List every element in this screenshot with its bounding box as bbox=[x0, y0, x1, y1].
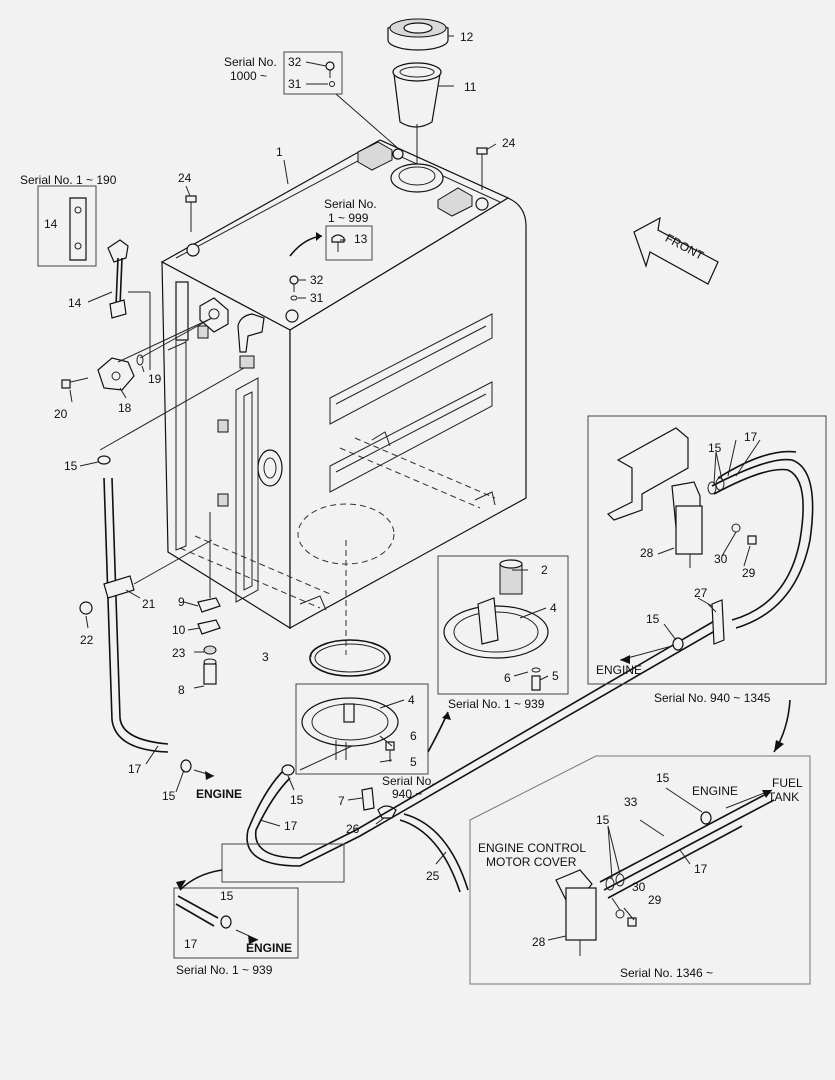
serial-940-line2: 940 ~ bbox=[392, 787, 422, 801]
callout-5b: 5 bbox=[410, 755, 417, 769]
callout-15f: 15 bbox=[708, 441, 722, 455]
filler-strainer bbox=[392, 62, 442, 128]
callout-15c: 15 bbox=[290, 793, 304, 807]
callout-6b: 6 bbox=[410, 729, 417, 743]
bolt-24-right bbox=[476, 147, 488, 190]
fuel-tank-line1: FUEL bbox=[772, 776, 803, 790]
callout-9: 9 bbox=[178, 595, 185, 609]
callout-26: 26 bbox=[346, 822, 360, 836]
sender-plate bbox=[97, 357, 135, 391]
engine-control-line1: ENGINE CONTROL bbox=[478, 841, 586, 855]
notes: Serial No. 1000 ~ Serial No. 1 ~ 190 Ser… bbox=[20, 55, 803, 980]
serial-940-1345: Serial No. 940 ~ 1345 bbox=[654, 691, 771, 705]
return-hose-left bbox=[97, 455, 192, 773]
callout-31: 31 bbox=[288, 77, 302, 91]
callout-1: 1 bbox=[276, 145, 283, 159]
fuel-tank-body bbox=[160, 139, 527, 655]
inset-box-1-939 bbox=[173, 887, 299, 959]
callout-27: 27 bbox=[694, 586, 708, 600]
callout-14b: 14 bbox=[68, 296, 82, 310]
serial-1-190: Serial No. 1 ~ 190 bbox=[20, 173, 117, 187]
callout-13: 13 bbox=[354, 232, 368, 246]
serial-box-940-1345 bbox=[587, 415, 827, 685]
callout-15b: 15 bbox=[162, 789, 176, 803]
callout-17c: 17 bbox=[184, 937, 198, 951]
callout-24: 24 bbox=[178, 171, 192, 185]
callout-31b: 31 bbox=[310, 291, 324, 305]
callout-numbers: 1 2 3 4 4 5 5 6 6 7 8 9 10 11 12 13 14 1… bbox=[44, 30, 758, 951]
serial-box-1346 bbox=[469, 755, 811, 985]
o-ring bbox=[309, 639, 391, 677]
callout-28b: 28 bbox=[532, 935, 546, 949]
callout-15g: 15 bbox=[656, 771, 670, 785]
engine-label-4: ENGINE bbox=[692, 784, 738, 798]
callout-32b: 32 bbox=[310, 273, 324, 287]
serial-1000-line1: Serial No. bbox=[224, 55, 277, 69]
callout-23: 23 bbox=[172, 646, 186, 660]
serial-1-999-line1: Serial No. bbox=[324, 197, 377, 211]
callout-7: 7 bbox=[338, 794, 345, 808]
callout-14: 14 bbox=[44, 217, 58, 231]
serial-1-939-b: Serial No. 1 ~ 939 bbox=[176, 963, 273, 977]
serial-940-line1: Serial No. bbox=[382, 774, 435, 788]
engine-label-1: ENGINE bbox=[196, 787, 242, 801]
suction-plate-box-940 bbox=[295, 683, 429, 775]
callout-15e: 15 bbox=[646, 612, 660, 626]
callout-11: 11 bbox=[464, 80, 477, 94]
callout-19: 19 bbox=[148, 372, 162, 386]
callout-29b: 29 bbox=[648, 893, 662, 907]
callout-28: 28 bbox=[640, 546, 654, 560]
callout-17e: 17 bbox=[694, 862, 708, 876]
callout-12: 12 bbox=[460, 30, 474, 44]
fuel-tank-line2: TANK bbox=[768, 790, 799, 804]
serial-box-1-999 bbox=[325, 225, 373, 261]
callout-15h: 15 bbox=[596, 813, 610, 827]
callout-17b: 17 bbox=[284, 819, 298, 833]
callout-10: 10 bbox=[172, 623, 186, 637]
callout-17: 17 bbox=[128, 762, 142, 776]
callout-21: 21 bbox=[142, 597, 156, 611]
callout-6: 6 bbox=[504, 671, 511, 685]
callout-8: 8 bbox=[178, 683, 185, 697]
suction-plate-box-1-939 bbox=[437, 555, 569, 695]
serial-1-999-line2: 1 ~ 999 bbox=[328, 211, 369, 225]
callout-30: 30 bbox=[714, 552, 728, 566]
engine-control-line2: MOTOR COVER bbox=[486, 855, 577, 869]
callout-3: 3 bbox=[262, 650, 269, 664]
serial-1000-line2: 1000 ~ bbox=[230, 69, 267, 83]
callout-15: 15 bbox=[64, 459, 78, 473]
callout-4b: 4 bbox=[408, 693, 415, 707]
leader-lines bbox=[69, 35, 761, 941]
callout-15d: 15 bbox=[220, 889, 234, 903]
front-arrow-icon: FRONT bbox=[633, 216, 719, 285]
mount-hardware bbox=[197, 512, 221, 685]
serial-1346: Serial No. 1346 ~ bbox=[620, 966, 713, 980]
callout-17d: 17 bbox=[744, 430, 758, 444]
callout-2: 2 bbox=[541, 563, 548, 577]
callout-29: 29 bbox=[742, 566, 756, 580]
suction-hose-main bbox=[246, 619, 721, 867]
engine-label-3: ENGINE bbox=[596, 663, 642, 677]
serial-box-1-190 bbox=[37, 185, 97, 267]
filler-cap bbox=[387, 18, 449, 51]
callout-5: 5 bbox=[552, 669, 559, 683]
callout-22: 22 bbox=[80, 633, 94, 647]
level-gauge bbox=[107, 239, 129, 319]
callout-30b: 30 bbox=[632, 880, 646, 894]
callout-4: 4 bbox=[550, 601, 557, 615]
callout-32: 32 bbox=[288, 55, 302, 69]
engine-label-2: ENGINE bbox=[246, 941, 292, 955]
callout-18: 18 bbox=[118, 401, 132, 415]
callout-24b: 24 bbox=[502, 136, 516, 150]
callout-20: 20 bbox=[54, 407, 68, 421]
serial-1-939-a: Serial No. 1 ~ 939 bbox=[448, 697, 545, 711]
serial-box-1000 bbox=[283, 51, 343, 95]
bolt-24-left bbox=[185, 195, 197, 232]
callout-25: 25 bbox=[426, 869, 440, 883]
callout-33: 33 bbox=[624, 795, 638, 809]
